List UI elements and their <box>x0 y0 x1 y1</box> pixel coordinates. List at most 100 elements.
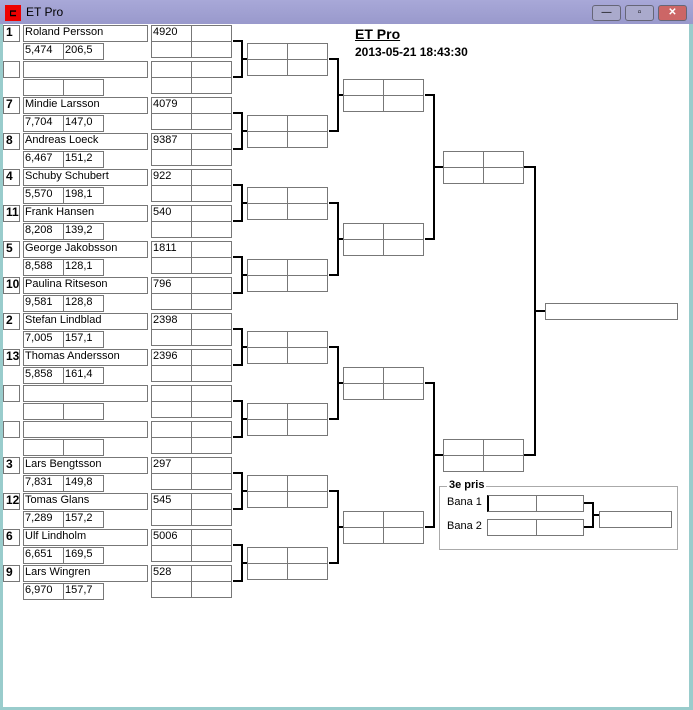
round2-match-a2[interactable] <box>287 331 328 348</box>
score-field-4[interactable] <box>191 365 232 382</box>
player-name-field[interactable]: Frank Hansen <box>23 205 148 222</box>
score-field-3[interactable] <box>151 113 192 130</box>
score-field[interactable]: 1811 <box>151 241 192 258</box>
score-field-2[interactable] <box>191 457 232 474</box>
round3-match-a2[interactable] <box>383 511 424 528</box>
score-field-4[interactable] <box>191 509 232 526</box>
player-stat1-field[interactable]: 5,858 <box>23 367 64 384</box>
score-field[interactable]: 9387 <box>151 133 192 150</box>
semifinal-match-b2[interactable] <box>483 167 524 184</box>
player-stat2-field[interactable]: 147,0 <box>63 115 104 132</box>
score-field-4[interactable] <box>191 41 232 58</box>
score-field[interactable]: 5006 <box>151 529 192 546</box>
round3-match-b1[interactable] <box>343 383 384 400</box>
player-stat1-field[interactable]: 8,208 <box>23 223 64 240</box>
score-field-4[interactable] <box>191 185 232 202</box>
semifinal-match-a2[interactable] <box>483 439 524 456</box>
player-name-field[interactable] <box>23 61 148 78</box>
score-field-2[interactable] <box>191 97 232 114</box>
round3-match-a2[interactable] <box>383 79 424 96</box>
lane1-field-2[interactable] <box>536 495 584 512</box>
score-field[interactable]: 4920 <box>151 25 192 42</box>
player-stat2-field[interactable] <box>63 79 104 96</box>
round2-match-a2[interactable] <box>287 475 328 492</box>
score-field-4[interactable] <box>191 545 232 562</box>
round3-match-b1[interactable] <box>343 95 384 112</box>
score-field-2[interactable] <box>191 277 232 294</box>
round2-match-b1[interactable] <box>247 563 288 580</box>
round2-match-a2[interactable] <box>287 403 328 420</box>
round2-match-a1[interactable] <box>247 115 288 132</box>
round3-match-b2[interactable] <box>383 95 424 112</box>
maximize-button[interactable]: ▫ <box>625 5 654 21</box>
semifinal-match-b1[interactable] <box>443 167 484 184</box>
score-field-2[interactable] <box>191 313 232 330</box>
round2-match-b2[interactable] <box>287 275 328 292</box>
player-stat1-field[interactable]: 7,289 <box>23 511 64 528</box>
score-field-4[interactable] <box>191 473 232 490</box>
third-place-winner-field[interactable] <box>599 511 672 528</box>
round3-match-a1[interactable] <box>343 511 384 528</box>
score-field-4[interactable] <box>191 77 232 94</box>
score-field-4[interactable] <box>191 437 232 454</box>
seed-box[interactable]: 9 <box>3 565 20 582</box>
score-field-2[interactable] <box>191 133 232 150</box>
player-name-field[interactable] <box>23 421 148 438</box>
score-field-3[interactable] <box>151 581 192 598</box>
score-field-3[interactable] <box>151 257 192 274</box>
seed-box[interactable] <box>3 385 20 402</box>
round2-match-b1[interactable] <box>247 491 288 508</box>
player-name-field[interactable]: Paulina Ritseson <box>23 277 148 294</box>
score-field-2[interactable] <box>191 529 232 546</box>
score-field-3[interactable] <box>151 545 192 562</box>
player-name-field[interactable]: Schuby Schubert <box>23 169 148 186</box>
round2-match-b2[interactable] <box>287 419 328 436</box>
player-name-field[interactable]: Tomas Glans <box>23 493 148 510</box>
round2-match-b2[interactable] <box>287 347 328 364</box>
round2-match-a2[interactable] <box>287 43 328 60</box>
lane2-field-2[interactable] <box>536 519 584 536</box>
player-name-field[interactable]: Roland Persson <box>23 25 148 42</box>
score-field-3[interactable] <box>151 437 192 454</box>
seed-box[interactable]: 2 <box>3 313 20 330</box>
round2-match-b1[interactable] <box>247 59 288 76</box>
player-stat1-field[interactable]: 9,581 <box>23 295 64 312</box>
semifinal-match-a1[interactable] <box>443 439 484 456</box>
round3-match-b2[interactable] <box>383 239 424 256</box>
score-field-4[interactable] <box>191 329 232 346</box>
player-stat1-field[interactable]: 6,467 <box>23 151 64 168</box>
player-name-field[interactable]: Lars Bengtsson <box>23 457 148 474</box>
seed-box[interactable]: 5 <box>3 241 20 258</box>
round2-match-b2[interactable] <box>287 563 328 580</box>
score-field-2[interactable] <box>191 205 232 222</box>
score-field[interactable]: 2396 <box>151 349 192 366</box>
seed-box[interactable]: 12 <box>3 493 20 510</box>
round2-match-b1[interactable] <box>247 275 288 292</box>
score-field-3[interactable] <box>151 365 192 382</box>
round2-match-a2[interactable] <box>287 259 328 276</box>
score-field-2[interactable] <box>191 493 232 510</box>
round2-match-b1[interactable] <box>247 419 288 436</box>
score-field[interactable]: 297 <box>151 457 192 474</box>
round2-match-b2[interactable] <box>287 131 328 148</box>
score-field[interactable] <box>151 385 192 402</box>
score-field-3[interactable] <box>151 185 192 202</box>
player-stat1-field[interactable]: 6,970 <box>23 583 64 600</box>
score-field[interactable]: 545 <box>151 493 192 510</box>
player-stat2-field[interactable]: 157,1 <box>63 331 104 348</box>
player-stat1-field[interactable]: 6,651 <box>23 547 64 564</box>
seed-box[interactable]: 3 <box>3 457 20 474</box>
score-field-3[interactable] <box>151 149 192 166</box>
player-stat2-field[interactable]: 151,2 <box>63 151 104 168</box>
score-field-2[interactable] <box>191 385 232 402</box>
player-stat1-field[interactable] <box>23 439 64 456</box>
lane1-field-1[interactable] <box>487 495 537 512</box>
semifinal-match-a2[interactable] <box>483 151 524 168</box>
player-stat2-field[interactable]: 128,1 <box>63 259 104 276</box>
score-field[interactable]: 528 <box>151 565 192 582</box>
seed-box[interactable]: 6 <box>3 529 20 546</box>
semifinal-match-a1[interactable] <box>443 151 484 168</box>
seed-box[interactable]: 10 <box>3 277 20 294</box>
player-stat1-field[interactable]: 5,570 <box>23 187 64 204</box>
player-stat1-field[interactable]: 7,704 <box>23 115 64 132</box>
